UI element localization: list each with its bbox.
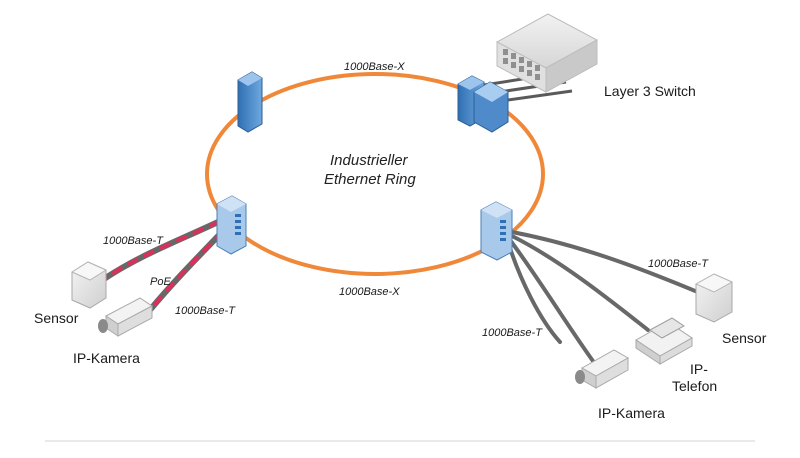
link-label-bottom: 1000Base-X <box>339 286 400 298</box>
ring-switch-top-right <box>457 75 509 133</box>
right-sensor-label: Sensor <box>722 330 767 346</box>
phone-label-line2: Telefon <box>672 378 717 394</box>
ip-camera-right-device <box>575 349 630 389</box>
ring-switch-top-left <box>237 71 263 133</box>
sensor-left-device <box>70 261 108 309</box>
ring-title-line2: Ethernet Ring <box>324 171 416 188</box>
phone-label-line1: IP- <box>690 361 708 377</box>
left-cables <box>101 219 225 313</box>
ring-switch-left <box>216 195 247 255</box>
poe-label: PoE <box>150 276 171 288</box>
ring-switch-right <box>480 201 513 261</box>
left-camera-label: IP-Kamera <box>73 350 140 366</box>
layer3-switch-label: Layer 3 Switch <box>604 83 696 99</box>
ip-phone-device <box>635 317 693 365</box>
left-link-label-lower: 1000Base-T <box>175 305 236 317</box>
cable-right-sensor <box>510 230 702 295</box>
left-link-label-upper: 1000Base-T <box>103 235 164 247</box>
right-cables <box>506 230 702 370</box>
cable-right-extra <box>506 240 562 344</box>
link-label-top: 1000Base-X <box>344 61 405 73</box>
sensor-right-device <box>694 273 734 323</box>
right-camera-label: IP-Kamera <box>598 405 665 421</box>
cable-right-camera <box>508 238 600 370</box>
right-link-label-upper: 1000Base-T <box>648 258 709 270</box>
ring-title-line1: Industrieller <box>330 152 409 169</box>
layer3-switch-device <box>495 13 599 93</box>
cable-right-phone <box>510 234 650 332</box>
ip-camera-left-device <box>98 297 153 337</box>
ethernet-ring <box>205 72 545 276</box>
left-sensor-label: Sensor <box>34 310 79 326</box>
right-link-label-lower: 1000Base-T <box>482 327 543 339</box>
